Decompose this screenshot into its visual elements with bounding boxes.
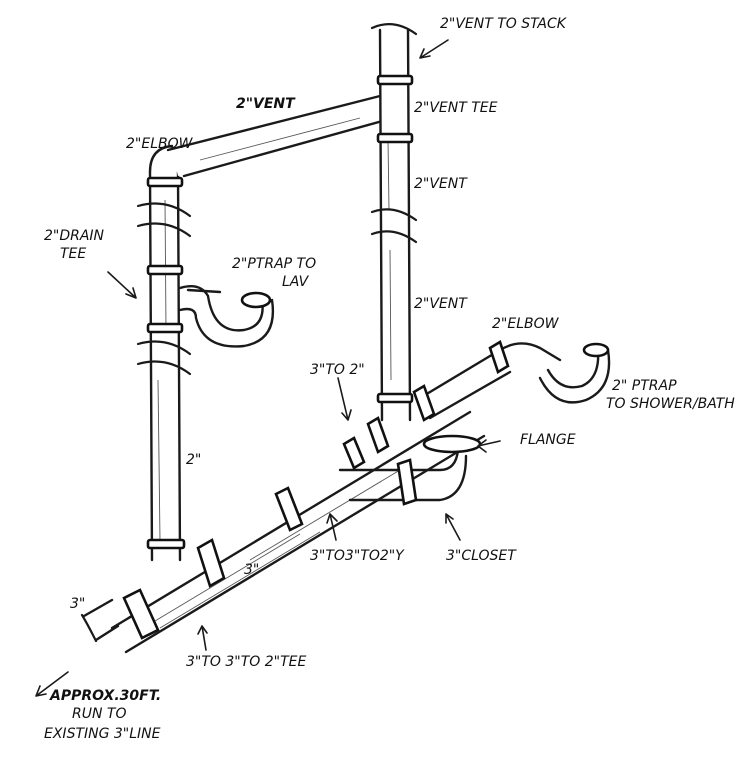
label-main-3in-mid: 3": [244, 562, 260, 578]
label-top-vent: 2"VENT: [236, 96, 295, 112]
label-vent-to-stack: 2"VENT TO STACK: [440, 16, 566, 32]
label-right-elbow: 2"ELBOW: [492, 316, 559, 332]
label-top-elbow: 2"ELBOW: [126, 136, 193, 152]
label-run-line1: APPROX.30FT.: [50, 688, 162, 704]
right-vent-stack: [378, 28, 412, 422]
main-drain-pipe: [80, 410, 486, 654]
label-run-line3: EXISTING 3"LINE: [44, 726, 161, 742]
leader-arrows: [35, 39, 501, 697]
label-ptrap-lav-line2: LAV: [282, 274, 309, 290]
label-ptrap-shower-line2: TO SHOWER/BATH: [606, 396, 735, 412]
label-flange: FLANGE: [520, 432, 576, 448]
label-run-line2: RUN TO: [72, 706, 127, 722]
label-vent-mid: 2"VENT: [414, 176, 467, 192]
label-drain-tee-line1: 2"DRAIN: [44, 228, 105, 244]
label-main-3in-left: 3": [70, 596, 86, 612]
label-two-inch: 2": [186, 452, 202, 468]
label-vent-low: 2"VENT: [414, 296, 467, 312]
label-ptrap-lav-line1: 2"PTRAP TO: [232, 256, 317, 272]
coupling-bands: [122, 74, 510, 640]
top-vent-pipe: [148, 94, 388, 178]
label-closet: 3"CLOSET: [446, 548, 516, 564]
ptrap-lav: [178, 285, 275, 348]
label-ptrap-shower-line1: 2" PTRAP: [612, 378, 677, 394]
label-tee-3-3-2: 3"TO 3"TO 2"TEE: [186, 654, 307, 670]
pipe-break-left: [80, 613, 98, 643]
label-reducer: 3"TO 2": [310, 362, 365, 378]
label-vent-tee: 2"VENT TEE: [414, 100, 498, 116]
label-drain-tee-line2: TEE: [60, 246, 87, 262]
label-wye: 3"TO3"TO2"Y: [310, 548, 404, 564]
break-marks: [136, 23, 418, 376]
right-branch: [418, 342, 611, 420]
